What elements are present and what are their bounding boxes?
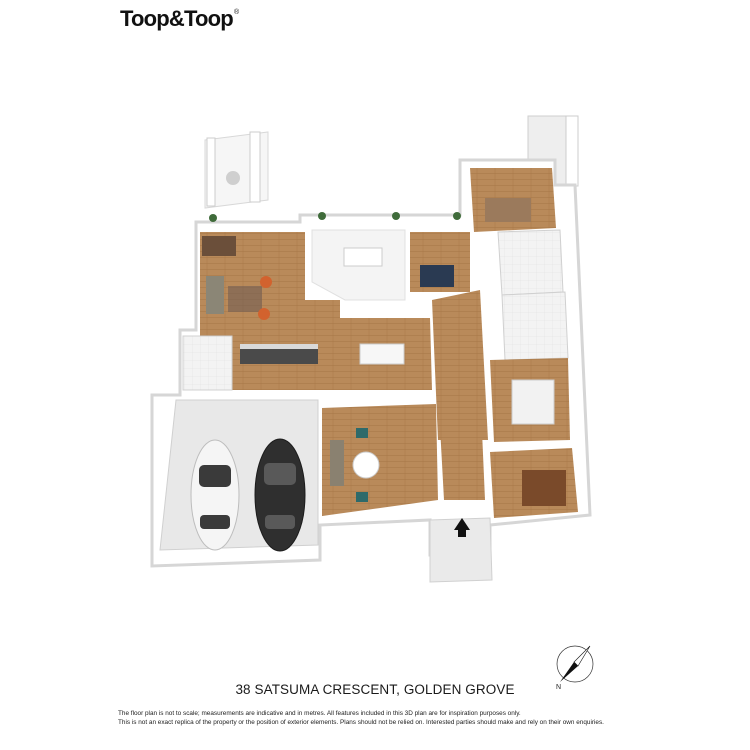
plant-icon [209,214,217,222]
bedroom-3-bed [522,470,566,506]
sofa [206,276,224,314]
lounge-floor [322,404,438,516]
entry-arrow-icon [454,518,470,537]
brand-name: Toop&Toop [120,6,234,31]
disclaimer-line-1: The floor plan is not to scale; measurem… [118,710,521,717]
rug [228,286,262,312]
black-car [254,438,306,552]
bedroom-2-bed [511,379,555,425]
property-address: 38 SATSUMA CRESCENT, GOLDEN GROVE [235,682,515,697]
ensuite-floor [497,229,564,296]
garage [159,399,319,552]
bathroom-floor [501,291,569,361]
armchair-1 [260,276,272,288]
bookshelf [202,236,236,256]
plant-icon [453,212,461,220]
lounge-furniture [330,428,380,502]
dining-table-bay [343,247,383,267]
disclaimer: The floor plan is not to scale; measurem… [118,709,658,727]
compass-north-label: N [556,684,562,691]
laundry-floor [182,335,233,391]
outdoor-table [226,171,240,185]
registered-mark: ® [233,9,239,16]
plant-icon [318,212,326,220]
study-bed [420,265,454,287]
alfresco-area [204,131,269,209]
entry-floor [438,385,485,500]
dining-table [359,343,405,365]
kitchen-bench-top [240,344,318,349]
compass-icon [556,645,594,683]
plant-icon [392,212,400,220]
armchair-2 [258,308,270,320]
disclaimer-line-2: This is not an exact replica of the prop… [118,719,604,726]
white-car [190,439,240,551]
brand-logo: Toop&Toop® [120,6,239,32]
front-porch [429,517,493,583]
master-bed [485,198,531,222]
